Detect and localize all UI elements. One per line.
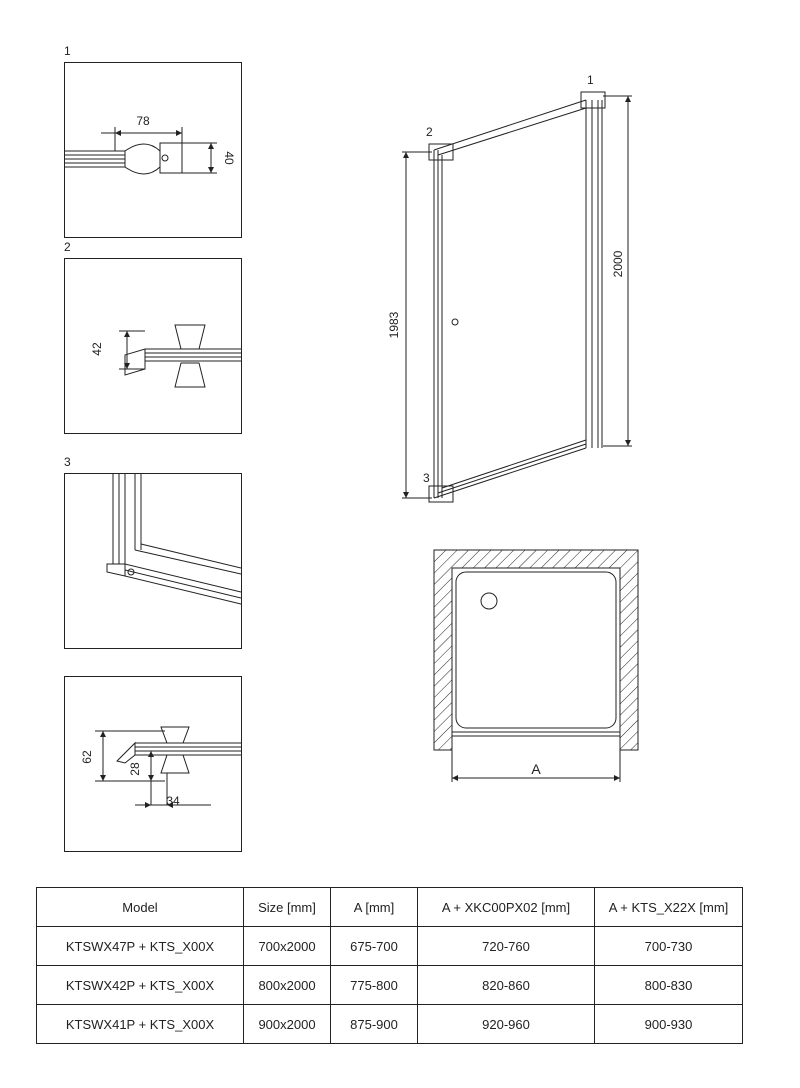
detail-1-box: 78 40 <box>64 62 242 238</box>
spec-table: Model Size [mm] A [mm] A + XKC00PX02 [mm… <box>36 887 743 1044</box>
cell-a-xkc: 720-760 <box>417 926 595 966</box>
detail-1-label: 1 <box>64 44 71 58</box>
header-a-kts: A + KTS_X22X [mm] <box>594 887 743 927</box>
detail-2-dim-height: 42 <box>90 342 104 356</box>
header-model: Model <box>36 887 244 927</box>
cell-a-kts: 800-830 <box>594 965 743 1005</box>
height-outer-dimension: 2000 <box>611 250 625 277</box>
plan-view: A <box>433 549 639 782</box>
detail-4-dim-height: 62 <box>80 750 94 764</box>
detail-2-drawing: 42 <box>90 324 241 388</box>
table-row: KTSWX41P + KTS_X00X 900x2000 875-900 920… <box>36 1004 743 1044</box>
plan-width-label: A <box>531 761 541 777</box>
header-size: Size [mm] <box>243 887 331 927</box>
cell-a: 775-800 <box>330 965 418 1005</box>
cell-a: 875-900 <box>330 1004 418 1044</box>
detail-3-label: 3 <box>64 455 71 469</box>
cell-size: 900x2000 <box>243 1004 331 1044</box>
detail-3-drawing <box>106 474 241 605</box>
cell-a-kts: 700-730 <box>594 926 743 966</box>
header-a: A [mm] <box>330 887 418 927</box>
cell-model: KTSWX41P + KTS_X00X <box>36 1004 244 1044</box>
table-header-row: Model Size [mm] A [mm] A + XKC00PX02 [mm… <box>36 887 743 927</box>
cell-model: KTSWX42P + KTS_X00X <box>36 965 244 1005</box>
detail-3-box <box>64 473 242 649</box>
height-inner-dimension: 1983 <box>387 311 401 338</box>
cell-a: 675-700 <box>330 926 418 966</box>
header-a-xkc: A + XKC00PX02 [mm] <box>417 887 595 927</box>
detail-2-box: 42 <box>64 258 242 434</box>
cell-size: 700x2000 <box>243 926 331 966</box>
detail-4-dim-width: 34 <box>166 794 180 808</box>
cell-model: KTSWX47P + KTS_X00X <box>36 926 244 966</box>
main-elevation-drawing: 1 2 3 2000 1983 A <box>387 73 639 782</box>
detail-4-drawing: 62 28 34 <box>80 726 241 808</box>
cell-a-xkc: 920-960 <box>417 1004 595 1044</box>
detail-4-dim-inner: 28 <box>128 762 142 776</box>
detail-2-label: 2 <box>64 240 71 254</box>
callout-1: 1 <box>587 73 594 87</box>
detail-1-dim-width: 78 <box>136 114 150 128</box>
callout-2: 2 <box>426 125 433 139</box>
detail-4-box: 62 28 34 <box>64 676 242 852</box>
table-row: KTSWX42P + KTS_X00X 800x2000 775-800 820… <box>36 965 743 1005</box>
detail-1-dim-height: 40 <box>222 151 236 165</box>
detail-1-drawing: 78 40 <box>65 114 236 175</box>
cell-a-kts: 900-930 <box>594 1004 743 1044</box>
callout-3: 3 <box>423 471 430 485</box>
cell-a-xkc: 820-860 <box>417 965 595 1005</box>
table-row: KTSWX47P + KTS_X00X 700x2000 675-700 720… <box>36 926 743 966</box>
cell-size: 800x2000 <box>243 965 331 1005</box>
